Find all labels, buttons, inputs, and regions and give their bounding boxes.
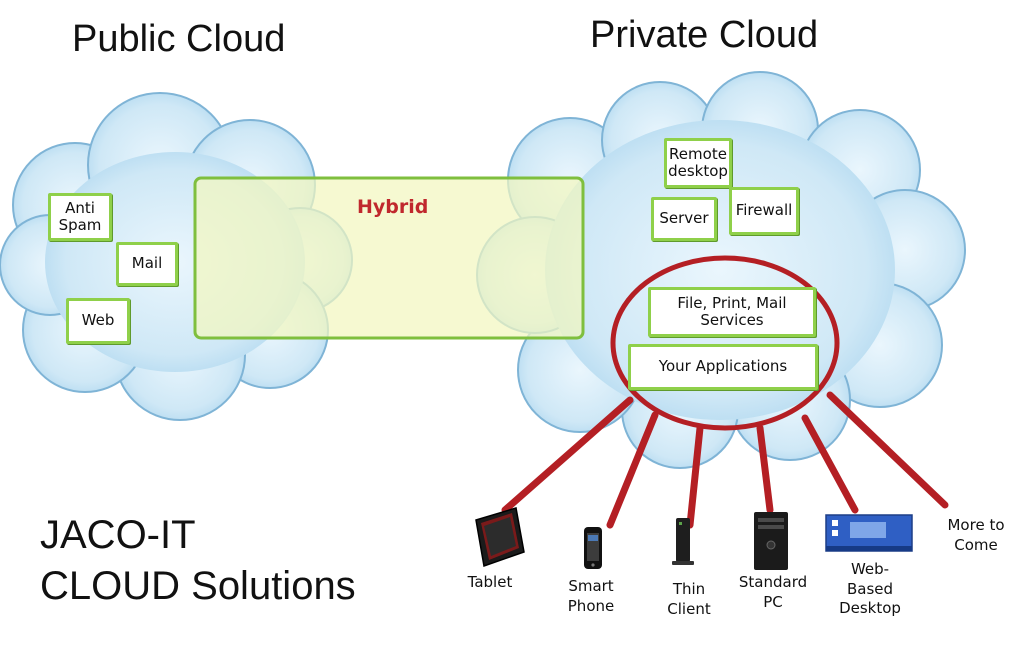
desktop-pc-icon: [754, 512, 788, 570]
public-cloud-title: Public Cloud: [72, 18, 286, 60]
thin-client-icon: [672, 518, 694, 565]
server-box: Server: [651, 197, 717, 241]
smartphone-label: Smart Phone: [567, 577, 615, 615]
more-to-come-label: More to Come: [947, 516, 1005, 554]
mail-box: Mail: [116, 242, 178, 286]
brand-line-1: JACO-IT: [40, 513, 196, 557]
device-connectors: [501, 391, 949, 529]
brand-line-2: CLOUD Solutions: [40, 564, 356, 608]
remote-desktop-box: Remote desktop: [664, 138, 732, 188]
file-print-mail-box: File, Print, Mail Services: [648, 287, 816, 337]
anti-spam-box: Anti Spam: [48, 193, 112, 241]
web-based-desktop-label: Web- Based Desktop: [839, 560, 901, 617]
smartphone-icon: [584, 527, 602, 569]
hybrid-region: [193, 176, 585, 340]
firewall-box: Firewall: [729, 187, 799, 235]
thin-client-label: Thin Client: [667, 580, 711, 618]
tablet-icon: [475, 507, 525, 568]
your-applications-box: Your Applications: [628, 344, 818, 390]
tablet-label: Tablet: [467, 573, 513, 591]
hybrid-label: Hybrid: [357, 196, 429, 218]
web-box: Web: [66, 298, 130, 344]
applications-ellipse: [610, 255, 840, 431]
web-desktop-icon: [825, 514, 913, 552]
standard-pc-label: Standard PC: [738, 573, 808, 611]
private-cloud-title: Private Cloud: [590, 14, 819, 56]
